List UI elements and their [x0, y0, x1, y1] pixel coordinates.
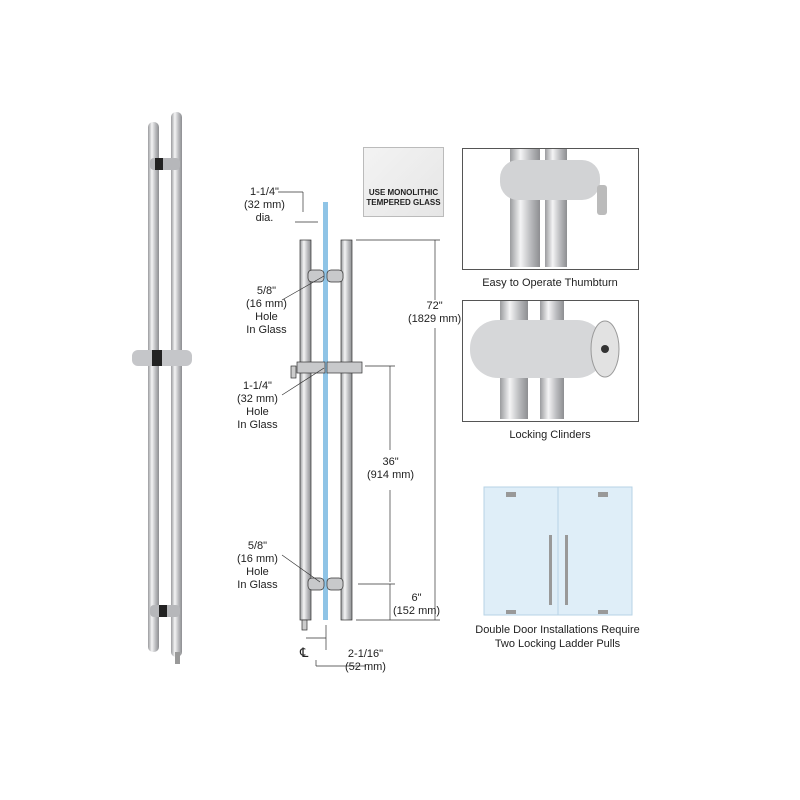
badge-line-2: TEMPERED GLASS — [366, 198, 441, 207]
tube-diameter-label: 1-1/4"(32 mm)dia. — [244, 186, 285, 224]
thumbturn-photo-art — [500, 149, 607, 267]
glass-panel — [323, 202, 328, 620]
thumbturn-photo — [462, 148, 639, 270]
thumbturn-caption: Easy to Operate Thumbturn — [482, 277, 618, 289]
ladder-pull-product-photo — [132, 112, 192, 664]
badge-line-1: USE MONOLITHIC — [368, 188, 439, 197]
centerline-symbol: ℄ — [300, 645, 309, 660]
offset-label: 2-1/16"(52 mm) — [345, 648, 386, 673]
technical-drawing — [278, 191, 440, 667]
cylinder-photo-art — [470, 301, 620, 419]
cylinder-caption: Locking Clinders — [509, 429, 591, 441]
cylinder-photo — [462, 300, 639, 422]
double-door-image — [483, 486, 633, 616]
lock-span-label: 36"(914 mm) — [367, 456, 415, 481]
bottom-offset-label: 6"(152 mm) — [393, 592, 441, 617]
overall-length-label: 72"(1829 mm) — [408, 300, 462, 325]
